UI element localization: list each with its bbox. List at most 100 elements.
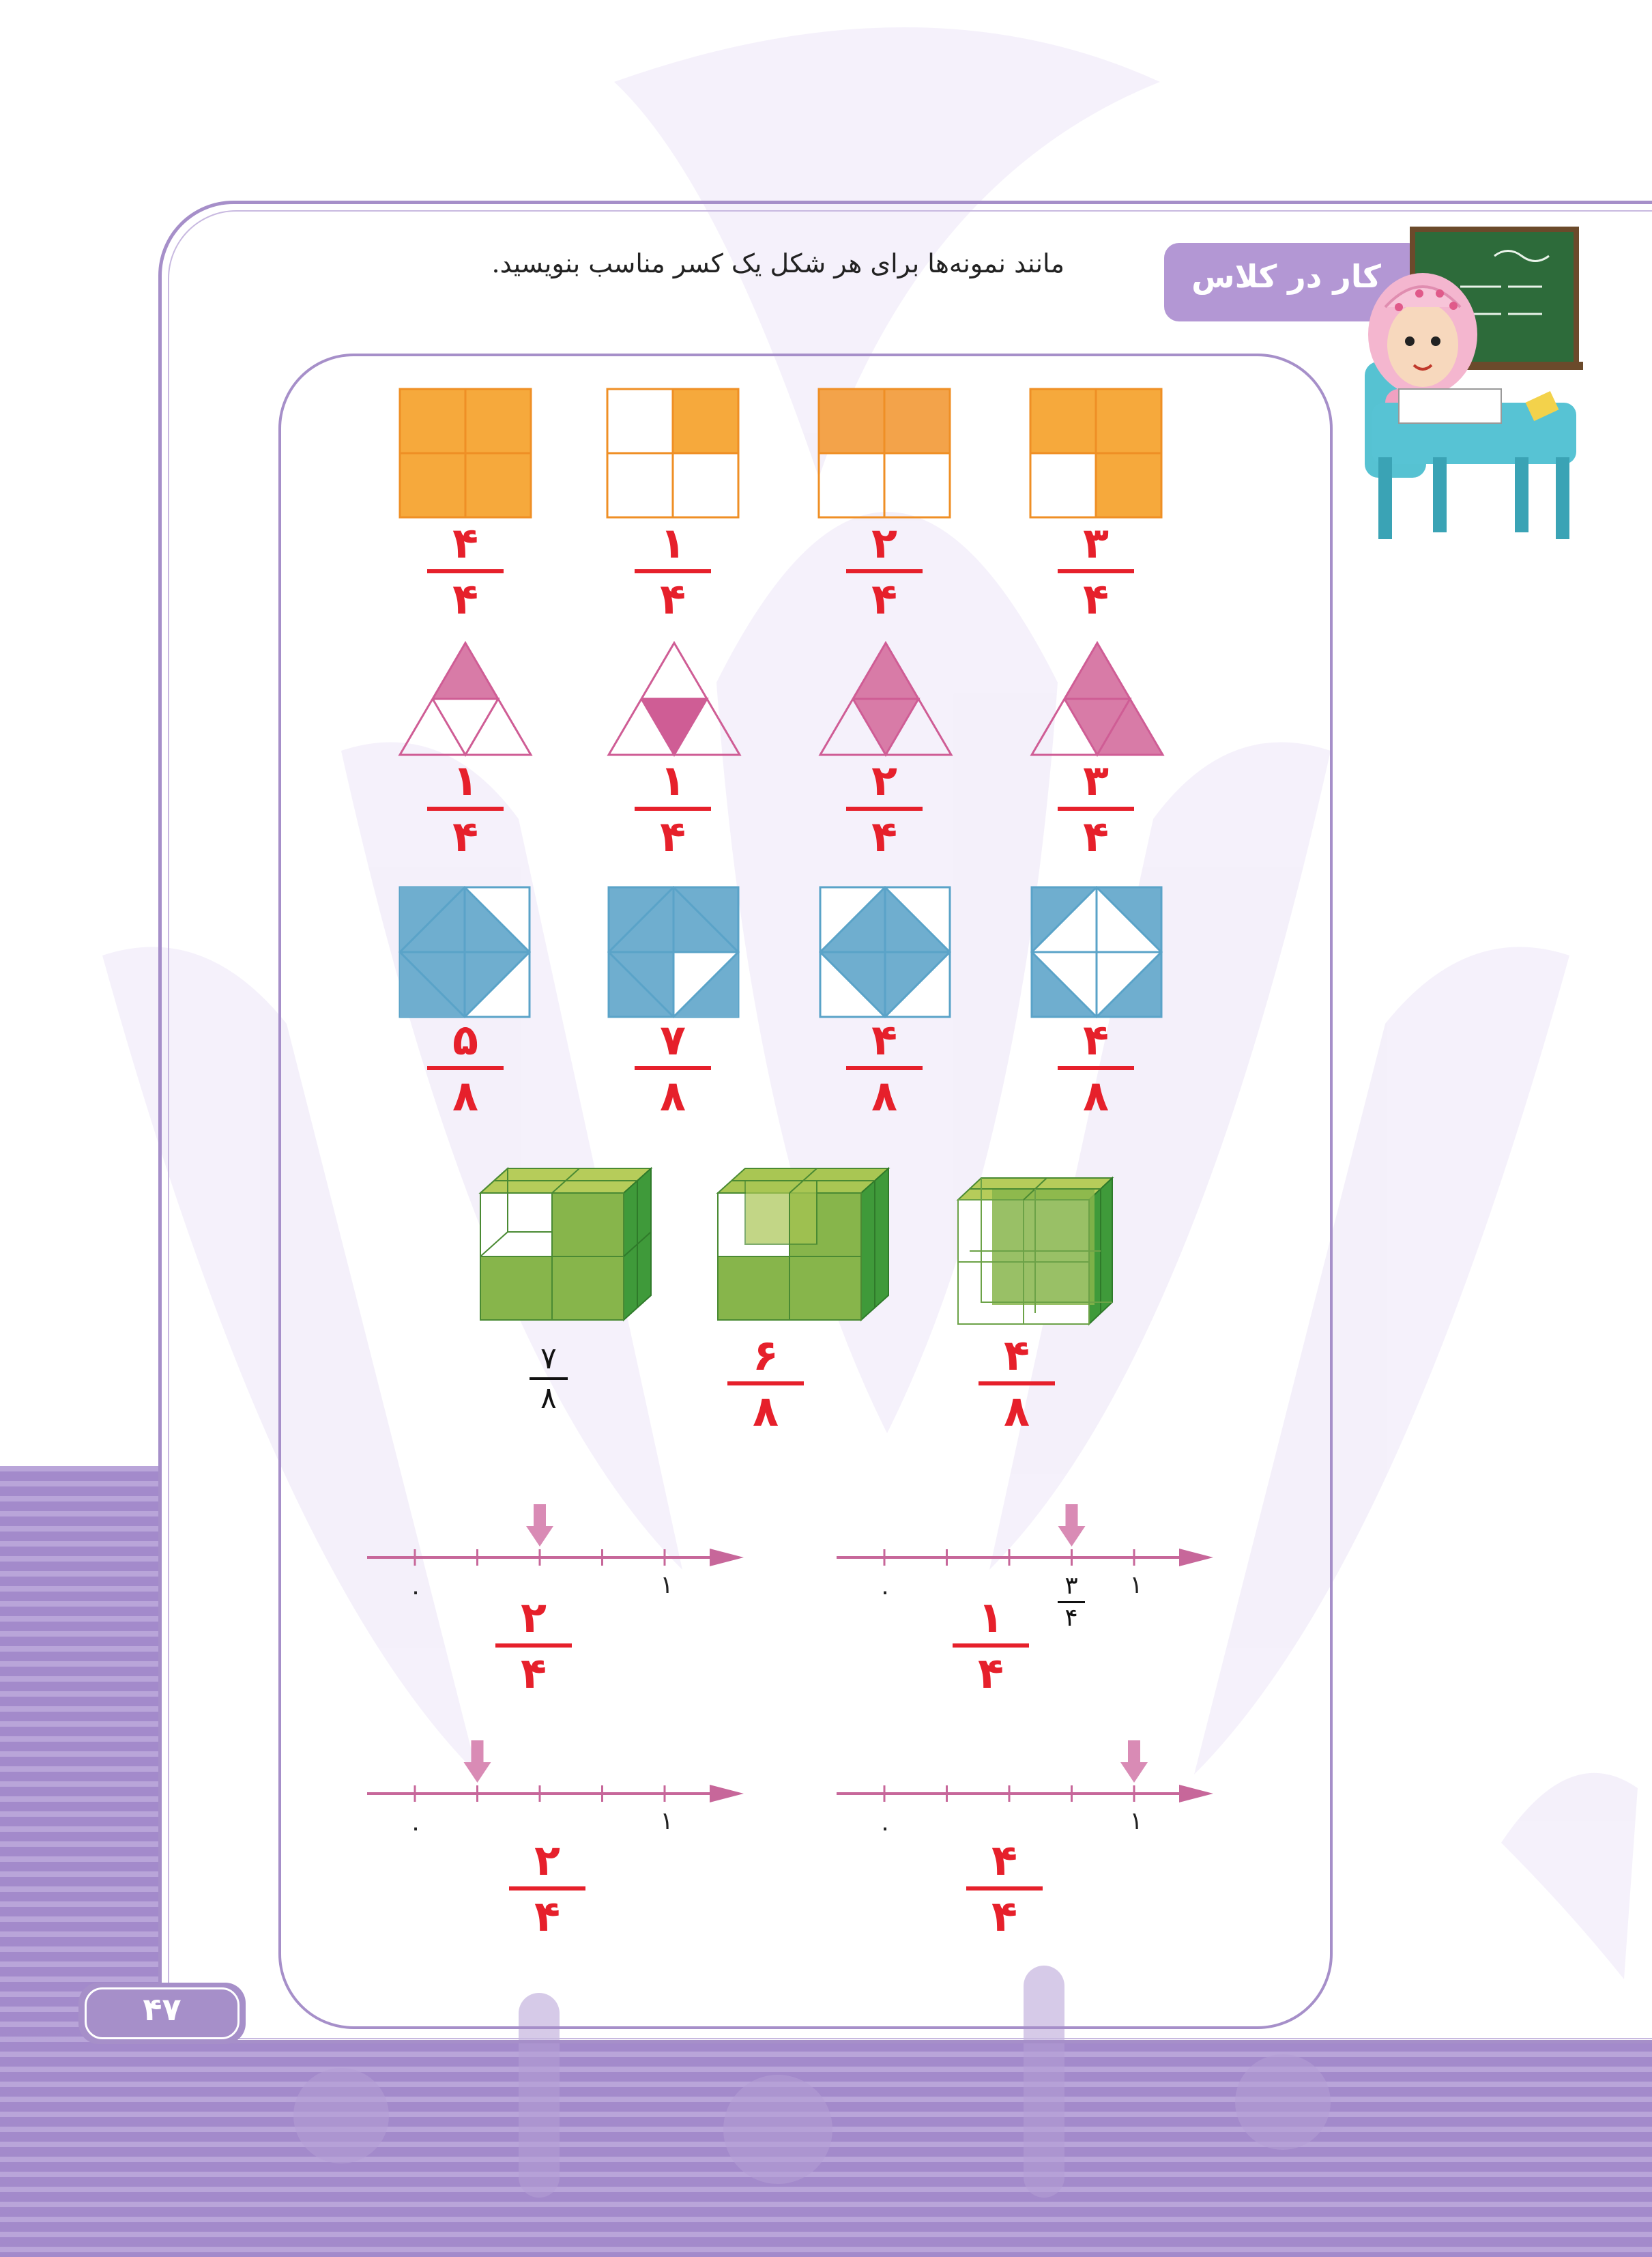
square-figure-4: [1029, 388, 1163, 519]
denominator: ۴: [871, 574, 897, 624]
number-line-4: [837, 1740, 1213, 1802]
number-line-3: [367, 1740, 744, 1802]
numerator: ۲: [871, 756, 897, 805]
triangle-figure-1: [398, 641, 533, 757]
diamond-figure-1: [398, 886, 531, 1018]
denominator: ۴: [452, 574, 478, 624]
numerator: ۱: [660, 756, 686, 805]
square-figure-3: [817, 388, 951, 519]
denominator: ۴: [1083, 811, 1109, 861]
triangle-figure-2: [607, 641, 742, 757]
cube-figure-1: [478, 1166, 653, 1322]
numerator: ۷: [660, 1015, 686, 1065]
pointer-arrow-head: [526, 1526, 553, 1547]
girl-at-desk-illustration: [1365, 227, 1583, 539]
denominator: ۴: [871, 811, 897, 861]
tick-label-zero: ۰: [409, 1578, 422, 1606]
numerator: ۵: [452, 1015, 478, 1065]
tick-label-one: ۱: [660, 1571, 673, 1599]
pointer-arrow-head: [1120, 1762, 1148, 1783]
numerator: ۷: [540, 1341, 557, 1376]
numerator: ۴: [1004, 1330, 1030, 1380]
tick-label-one: ۱: [660, 1807, 673, 1835]
tick-label-zero: ۰: [878, 1578, 892, 1606]
numerator: ۲: [534, 1835, 560, 1885]
pointer-arrow-shaft: [1128, 1740, 1140, 1764]
pointer-arrow-shaft: [471, 1740, 484, 1764]
denominator: ۴: [534, 1891, 560, 1941]
numerator: ۴: [452, 518, 478, 568]
number-line-arrowhead: [1179, 1785, 1213, 1802]
denominator: ۸: [452, 1071, 478, 1121]
numerator: ۳: [1083, 518, 1109, 568]
numerator: ۴: [1083, 1015, 1109, 1065]
denominator: ۸: [1004, 1386, 1030, 1436]
number-line-arrowhead: [1179, 1549, 1213, 1566]
outer-frame: [158, 201, 1652, 2043]
denominator: ۴: [660, 811, 686, 861]
exercise-frame: [278, 354, 1333, 2029]
denominator: ۸: [753, 1386, 779, 1436]
triangle-figure-3: [818, 641, 953, 757]
page-number: ۴۷: [143, 1991, 182, 2028]
number-line-arrowhead: [710, 1785, 744, 1802]
number-line-1: [367, 1504, 744, 1566]
numerator: ۱: [978, 1592, 1004, 1642]
number-line-2: [837, 1504, 1213, 1566]
numerator: ۱: [660, 518, 686, 568]
denominator: ۸: [1083, 1071, 1109, 1121]
triangle-figure-4: [1030, 641, 1165, 757]
denominator: ۴: [978, 1648, 1004, 1698]
denominator: ۴: [1083, 574, 1109, 624]
denominator: ۴: [452, 811, 478, 861]
denominator: ۸: [871, 1071, 897, 1121]
pointer-arrow-shaft: [534, 1504, 546, 1527]
pointer-arrow-head: [463, 1762, 491, 1783]
tick-label-zero: ۰: [878, 1814, 892, 1842]
denominator: ۴: [521, 1648, 547, 1698]
page-number-badge-border: [85, 1987, 240, 2039]
numerator: ۳: [1064, 1572, 1078, 1600]
outer-frame-inner-line: [168, 210, 1652, 2039]
diamond-figure-2: [607, 886, 740, 1018]
pointer-arrow-shaft: [1065, 1504, 1078, 1527]
page-number-badge: [78, 1983, 246, 2044]
tick-label-one: ۱: [1129, 1571, 1143, 1599]
diamond-figure-4: [1030, 886, 1163, 1018]
numerator: ۳: [1083, 756, 1109, 805]
numerator: ۴: [871, 1015, 897, 1065]
header-title: کار در کلاس: [1191, 258, 1381, 295]
numerator: ۴: [991, 1835, 1017, 1885]
square-figure-1: [398, 388, 532, 519]
denominator: ۴: [991, 1891, 1017, 1941]
cube-figure-3: [956, 1176, 1114, 1326]
denominator: ۸: [660, 1071, 686, 1121]
numerator: ۱: [452, 756, 478, 805]
tick-label-one: ۱: [1129, 1807, 1143, 1835]
denominator: ۴: [1064, 1604, 1078, 1632]
numerator: ۲: [521, 1592, 547, 1642]
numerator: ۲: [871, 518, 897, 568]
number-line-arrowhead: [710, 1549, 744, 1566]
tick-label-zero: ۰: [409, 1814, 422, 1842]
